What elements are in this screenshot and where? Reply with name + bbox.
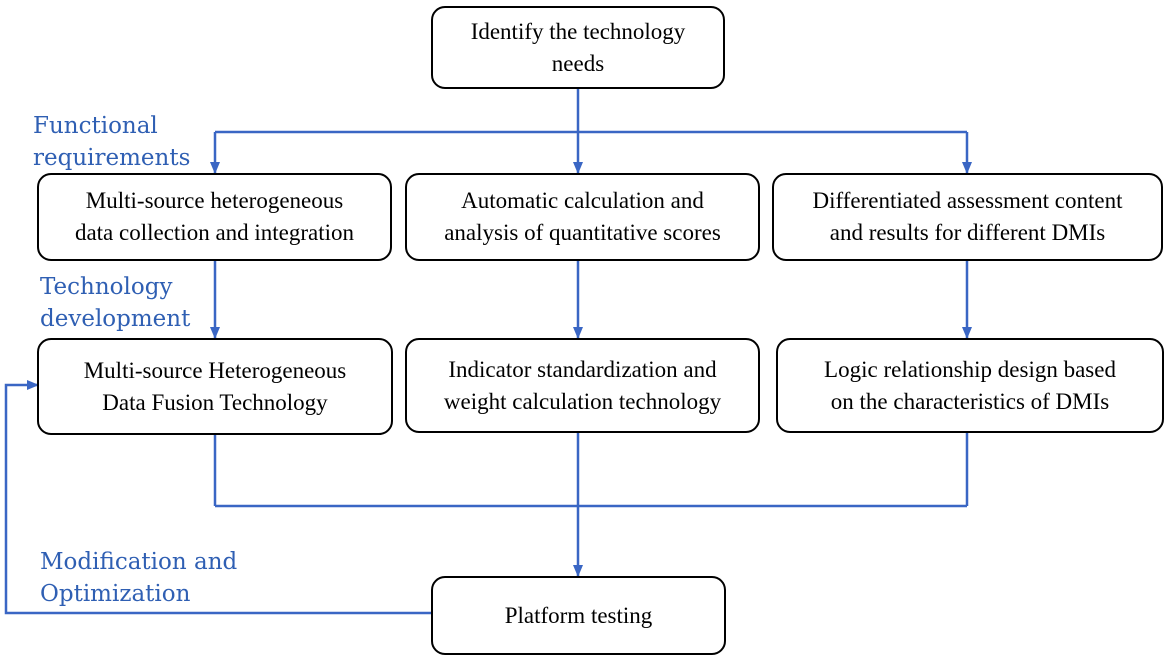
- functional-requirements-label: Functional requirements: [33, 110, 191, 174]
- technology-box-data-fusion: Multi-source Heterogeneous Data Fusion T…: [37, 338, 393, 435]
- platform-testing-box: Platform testing: [431, 576, 726, 655]
- requirement-box-score-analysis: Automatic calculation and analysis of qu…: [405, 173, 760, 261]
- technology-development-label: Technology development: [40, 271, 191, 335]
- modification-optimization-line2: Optimization: [40, 581, 191, 607]
- technology-1-line1: Multi-source Heterogeneous: [83, 357, 347, 383]
- functional-requirements-line2: requirements: [33, 142, 191, 174]
- technology-2-line1: Indicator standardization and: [448, 356, 717, 382]
- requirement-3-line2: and results for different DMIs: [829, 220, 1106, 245]
- identify-needs-line2: needs: [551, 50, 605, 76]
- functional-requirements-line1: Functional: [33, 113, 158, 139]
- requirement-3-line1: Differentiated assessment content: [812, 188, 1123, 213]
- modification-optimization-line1: Modification and: [40, 549, 238, 575]
- identify-needs-line1: Identify the technology: [470, 18, 686, 44]
- technology-3-line1: Logic relationship design based: [824, 356, 1116, 382]
- identify-needs-box: Identify the technology needs: [431, 6, 725, 89]
- modification-optimization-label: Modification and Optimization: [40, 546, 237, 610]
- platform-testing-label: Platform testing: [504, 602, 653, 628]
- technology-box-weight-calculation: Indicator standardization and weight cal…: [405, 338, 760, 433]
- requirement-1-line2: data collection and integration: [74, 220, 355, 245]
- requirement-2-line2: analysis of quantitative scores: [444, 220, 721, 245]
- technology-development-line2: development: [40, 303, 191, 335]
- technology-3-line2: on the characteristics of DMIs: [830, 388, 1110, 414]
- requirement-2-line1: Automatic calculation and: [461, 188, 704, 213]
- requirement-box-differentiated-assessment: Differentiated assessment content and re…: [772, 173, 1163, 261]
- technology-2-line2: weight calculation technology: [443, 388, 722, 414]
- technology-development-line1: Technology: [40, 274, 173, 300]
- technology-box-logic-design: Logic relationship design based on the c…: [776, 338, 1164, 433]
- requirement-box-data-collection: Multi-source heterogeneous data collecti…: [37, 173, 392, 261]
- technology-1-line2: Data Fusion Technology: [102, 389, 328, 415]
- feedback-loop-connector: [4, 380, 432, 615]
- requirement-1-line1: Multi-source heterogeneous: [85, 188, 344, 213]
